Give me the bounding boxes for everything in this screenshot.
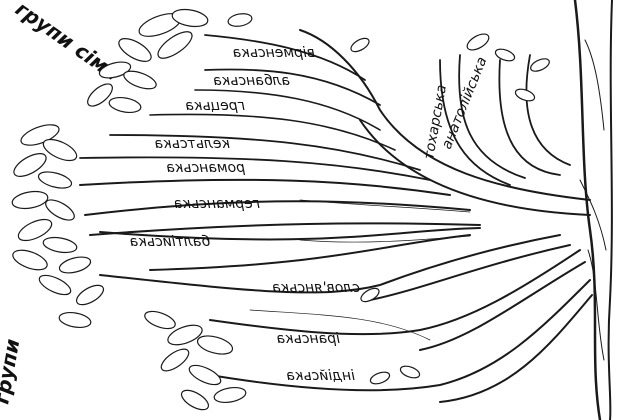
- leaf-cluster-bottom: [143, 286, 422, 414]
- label-albanska: албанська: [213, 73, 290, 89]
- label-baltiiska: балтійська: [130, 234, 210, 250]
- label-indiiska: індійська: [286, 368, 355, 384]
- label-slovianska: слов'янська: [272, 280, 360, 296]
- branch-labels: вірменська албанська грецька кельтська р…: [130, 45, 360, 384]
- leaf-cluster-tokharian-anatolian: [349, 31, 551, 103]
- label-keltska: кельтська: [155, 136, 230, 152]
- label-virmenska: вірменська: [233, 45, 315, 61]
- title-left-fragment: групи: [0, 337, 24, 406]
- tree-trunk: [575, 0, 612, 420]
- label-hretska: грецька: [185, 98, 245, 114]
- leaf-cluster-left: [10, 121, 106, 330]
- label-romanska: романська: [166, 160, 246, 176]
- vertical-labels: тохарська анатолійська: [421, 55, 490, 161]
- label-iranska: іранська: [277, 331, 341, 347]
- title-left-text: групи: [0, 337, 24, 406]
- label-hermanska: германська: [174, 196, 260, 212]
